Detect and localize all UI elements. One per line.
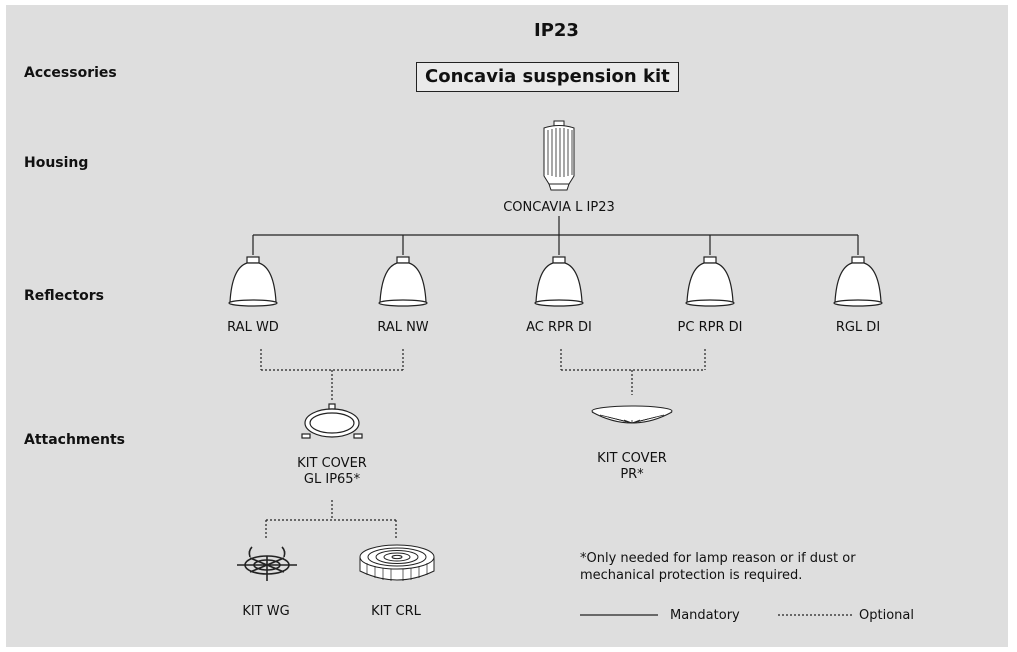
attachment-label-pr-line1: KIT COVER: [597, 451, 667, 466]
row-label-attachments: Attachments: [24, 432, 126, 448]
footnote-line2: mechanical protection is required.: [580, 568, 803, 583]
cylindrical-luminaire-icon: [543, 120, 575, 191]
reflector-label: PC RPR DI: [677, 320, 743, 335]
reflector-label: AC RPR DI: [526, 320, 592, 335]
diagram-title: IP23: [534, 20, 579, 41]
attachment-label-gl-line1: KIT COVER: [297, 456, 367, 471]
sub-attachment-label: KIT CRL: [371, 604, 421, 619]
prismatic-cover-icon: [591, 405, 673, 424]
housing-label: CONCAVIA L IP23: [503, 200, 615, 215]
accessory-box: Concavia suspension kit: [416, 62, 679, 92]
reflector-label: RGL DI: [835, 320, 881, 335]
row-label-housing: Housing: [24, 155, 89, 171]
dome-reflector-icon: [685, 256, 735, 307]
legend-mandatory-label: Mandatory: [670, 608, 740, 623]
attachment-label-pr-line2: PR*: [620, 467, 644, 482]
row-label-reflectors: Reflectors: [24, 288, 104, 304]
reflector-label: RAL NW: [377, 320, 429, 335]
dome-reflector-icon: [833, 256, 883, 307]
row-label-accessories: Accessories: [24, 65, 117, 81]
dome-reflector-icon: [378, 256, 428, 307]
attachment-label-gl-line2: GL IP65*: [303, 472, 361, 487]
concentric-louvre-icon: [359, 544, 435, 581]
diagram-panel: [6, 5, 1008, 647]
wire-guard-icon: [237, 546, 297, 581]
reflector-label: RAL WD: [227, 320, 279, 335]
sub-attachment-label: KIT WG: [242, 604, 290, 619]
glass-cover-ring-icon: [301, 403, 363, 439]
dome-reflector-icon: [228, 256, 278, 307]
footnote-line1: *Only needed for lamp reason or if dust …: [580, 551, 856, 566]
dome-reflector-icon: [534, 256, 584, 307]
legend-optional-label: Optional: [859, 608, 914, 623]
